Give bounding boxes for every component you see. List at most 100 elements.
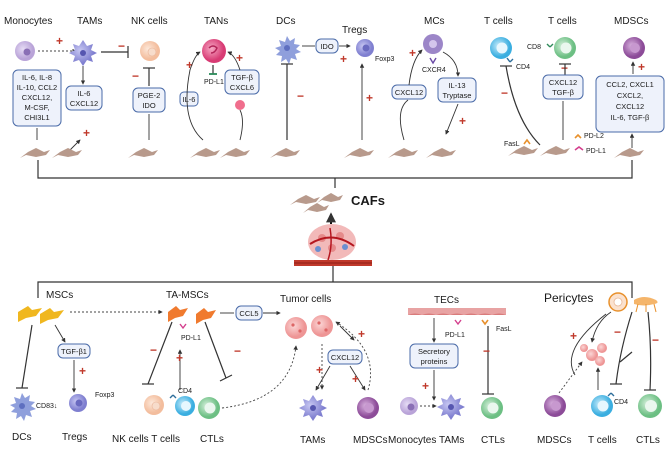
label-monocytes: Monocytes — [4, 16, 52, 27]
pdl2-receptor-icon — [574, 133, 582, 139]
monocyte-nucleus-icon — [23, 48, 31, 56]
cytokine-box-cxcl12-tgf: CXCL12 TGF-β — [542, 74, 584, 100]
svg-text:−: − — [150, 343, 157, 357]
svg-text:CD8: CD8 — [527, 44, 541, 51]
svg-text:CXCL6: CXCL6 — [230, 83, 254, 92]
svg-text:CXCR4: CXCR4 — [422, 67, 446, 74]
cytokine-box-ccl5 — [235, 305, 263, 321]
bottom-bracket — [37, 281, 633, 298]
label-ctls-3: CTLs — [636, 435, 660, 446]
endothelium-icon — [408, 308, 506, 315]
svg-text:IL-13: IL-13 — [448, 81, 465, 90]
svg-text:+: + — [638, 60, 645, 74]
svg-text:+: + — [176, 351, 183, 365]
svg-text:+: + — [83, 126, 90, 140]
label-mdscs-top: MDSCs — [614, 16, 648, 27]
cytokine-box-il6 — [179, 91, 199, 107]
label-mdscs-bottom: MDSCs — [353, 435, 387, 446]
svg-text:+: + — [459, 114, 466, 128]
label-tans: TANs — [204, 16, 228, 27]
cytokine-box-secretory: Secretory proteins — [409, 343, 459, 369]
svg-text:CXCL12: CXCL12 — [331, 353, 359, 362]
label-t-cells-1: T cells — [484, 16, 513, 27]
label-t-cells-2: T cells — [548, 16, 577, 27]
svg-text:+: + — [79, 364, 86, 378]
tan-cell-icon — [202, 39, 226, 63]
svg-text:IL-6: IL-6 — [78, 89, 91, 98]
label-ta-mscs: TA-MSCs — [166, 290, 209, 301]
svg-text:Foxp3: Foxp3 — [95, 392, 115, 399]
tumor-tissue-icon — [294, 224, 372, 266]
svg-text:CXCL12: CXCL12 — [70, 99, 98, 108]
svg-text:−: − — [614, 325, 621, 339]
svg-text:CD4: CD4 — [178, 388, 192, 395]
top-bracket — [37, 160, 633, 179]
label-ctls-1: CTLs — [200, 434, 224, 445]
svg-text:IDO: IDO — [142, 101, 156, 110]
svg-text:CXCL12,: CXCL12, — [22, 93, 52, 102]
label-pericytes: Pericytes — [544, 291, 593, 305]
label-mscs: MSCs — [46, 290, 73, 301]
svg-text:CD83↓: CD83↓ — [36, 403, 57, 410]
svg-text:PGE-2: PGE-2 — [138, 91, 161, 100]
svg-text:CD4: CD4 — [614, 399, 628, 406]
svg-text:PD-L1: PD-L1 — [445, 332, 465, 339]
ta-msc-cells-icon — [168, 306, 216, 324]
svg-text:CHI3L1: CHI3L1 — [24, 113, 49, 122]
label-nk-cells: NK cells — [131, 16, 168, 27]
svg-text:TGF-β: TGF-β — [552, 88, 574, 97]
cytokine-box-ido — [315, 38, 339, 54]
label-tams: TAMs — [77, 16, 102, 27]
cytokine-box-il13: IL-13 Tryptase — [437, 77, 477, 103]
svg-text:PD-L1: PD-L1 — [204, 79, 224, 86]
svg-text:+: + — [316, 363, 323, 377]
svg-text:PD-L2: PD-L2 — [584, 133, 604, 140]
caf-cells-center — [290, 193, 343, 213]
svg-text:−: − — [118, 39, 125, 53]
svg-text:CXCL2,: CXCL2, — [617, 91, 643, 100]
svg-text:TGF-β1: TGF-β1 — [61, 347, 87, 356]
svg-text:−: − — [132, 69, 139, 83]
svg-text:PD-L1: PD-L1 — [181, 335, 201, 342]
svg-text:IL-6: IL-6 — [183, 95, 196, 104]
label-ctls-2: CTLs — [481, 435, 505, 446]
svg-text:+: + — [236, 51, 243, 65]
dc-cell-icon — [275, 36, 301, 64]
pericyte-vessel-icon — [608, 292, 658, 313]
svg-text:CXCL12: CXCL12 — [549, 78, 577, 87]
svg-text:CXCL12: CXCL12 — [616, 102, 644, 111]
svg-text:−: − — [501, 86, 508, 100]
svg-text:FasL: FasL — [496, 326, 512, 333]
label-cafs: CAFs — [351, 193, 385, 208]
svg-text:IL-6, IL-8: IL-6, IL-8 — [22, 73, 52, 82]
fasl-receptor-icon — [523, 138, 531, 145]
svg-text:PD-L1: PD-L1 — [586, 148, 606, 155]
svg-text:+: + — [358, 327, 365, 341]
label-tecs: TECs — [434, 295, 459, 306]
cytokine-box-mdsc: CCL2, CXCL1 CXCL2, CXCL12 IL-6, TGF-β — [595, 75, 665, 133]
cytokine-box-cxcl12-tumor — [327, 349, 363, 365]
svg-text:+: + — [340, 52, 347, 66]
svg-text:+: + — [352, 372, 359, 386]
svg-text:+: + — [186, 58, 193, 72]
svg-text:−: − — [652, 333, 659, 347]
label-tregs-bottom: Tregs — [62, 432, 87, 443]
label-mcs: MCs — [424, 16, 445, 27]
svg-text:CXCL12: CXCL12 — [395, 88, 423, 97]
cytokine-box-monocytes: IL-6, IL-8 IL-10, CCL2 CXCL12, M-CSF, CH… — [12, 69, 62, 127]
svg-text:Secretory: Secretory — [418, 347, 450, 356]
svg-text:Foxp3: Foxp3 — [375, 56, 395, 63]
svg-text:−: − — [297, 89, 304, 103]
label-dcs-bottom: DCs — [12, 432, 31, 443]
tam-cell-icon — [69, 40, 97, 66]
label-tams-bottom: TAMs — [300, 435, 325, 446]
label-tumor-cells: Tumor cells — [280, 294, 331, 305]
svg-text:−: − — [234, 344, 241, 358]
svg-text:Tryptase: Tryptase — [443, 91, 472, 100]
svg-text:+: + — [366, 91, 373, 105]
svg-text:IL-6, TGF-β: IL-6, TGF-β — [611, 113, 650, 122]
svg-text:CCL2, CXCL1: CCL2, CXCL1 — [606, 80, 654, 89]
tumor-cells-icon — [285, 315, 333, 339]
pdl1-ta-icon — [179, 323, 187, 330]
svg-text:proteins: proteins — [421, 357, 448, 366]
